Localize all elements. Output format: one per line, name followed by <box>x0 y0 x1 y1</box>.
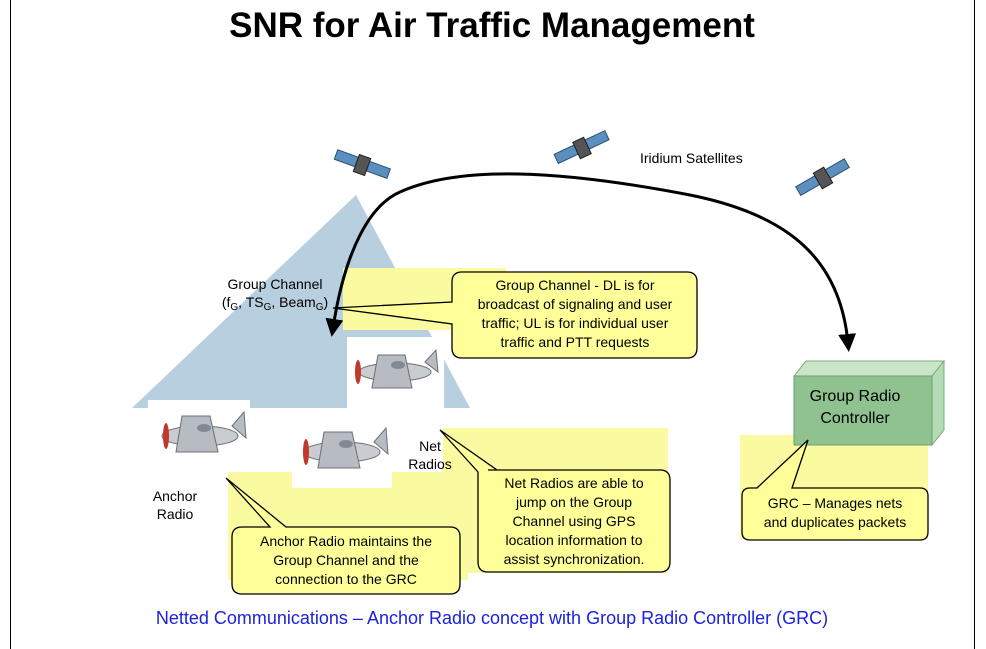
link-arrow-to-beam <box>325 190 401 337</box>
callout-bubble-net-radios <box>439 429 671 573</box>
callout-line: location information to <box>505 532 643 548</box>
satellite-icon <box>333 149 392 179</box>
grc-label-line: Controller <box>820 410 890 427</box>
net-radios-label: Net Radios <box>400 437 460 473</box>
callout-line: broadcast of signaling and user <box>477 296 673 312</box>
anchor-radio-label-line: Radio <box>156 506 194 522</box>
net-radio-airplane-icon <box>292 416 392 488</box>
group-radio-controller-label: Group Radio Controller <box>790 386 920 430</box>
callout-bubble-anchor-radio <box>225 477 461 595</box>
anchor-radio-airplane-icon <box>148 400 250 472</box>
satellite-icon <box>553 130 610 165</box>
callout-text-anchor-radio: Anchor Radio maintains the Group Channel… <box>234 532 458 589</box>
callout-bubble-grc <box>741 439 929 541</box>
callout-line: Group Channel and the <box>273 552 419 568</box>
callout-line: jump on the Group <box>516 494 632 510</box>
callout-line: Group Channel - DL is for <box>495 277 655 293</box>
callout-line: Channel using GPS <box>512 513 636 529</box>
group-channel-beam-sub: G <box>315 302 324 313</box>
group-channel-f: f <box>226 294 231 310</box>
callout-text-net-radios: Net Radios are able to jump on the Group… <box>480 474 668 569</box>
callout-text-grc: GRC – Manages nets and duplicates packet… <box>744 494 926 532</box>
link-arrow-to-grc <box>399 172 857 352</box>
net-radios-label-line: Net <box>419 438 441 454</box>
callout-line: traffic; UL is for individual user <box>481 315 669 331</box>
group-channel-title: Group Channel <box>227 276 323 292</box>
slide-title: SNR for Air Traffic Management <box>229 6 755 45</box>
satellite-icon <box>795 158 850 197</box>
figure-caption: Netted Communications – Anchor Radio con… <box>155 608 829 628</box>
anchor-radio-label: Anchor Radio <box>140 487 210 523</box>
slide-left-border <box>10 0 11 649</box>
grc-label-line: Group Radio <box>809 388 901 405</box>
iridium-satellites-label: Iridium Satellites <box>640 150 743 166</box>
group-channel-ts-sub: G <box>263 302 272 313</box>
callout-text-group-channel: Group Channel - DL is for broadcast of s… <box>456 276 694 352</box>
group-radio-controller-box <box>792 359 946 447</box>
callout-line: assist synchronization. <box>503 551 645 567</box>
callout-line: connection to the GRC <box>275 571 417 587</box>
callout-line: and duplicates packets <box>763 514 907 530</box>
net-radios-label-line: Radios <box>408 456 452 472</box>
callout-line: GRC – Manages nets <box>767 495 903 511</box>
group-channel-label: Group Channel (fG, TSG, BeamG) <box>200 275 350 313</box>
anchor-radio-label-line: Anchor <box>152 488 198 504</box>
callout-line: Net Radios are able to <box>504 475 644 491</box>
group-channel-beam: Beam <box>279 294 316 310</box>
group-channel-ts: TS <box>245 294 264 310</box>
group-channel-params: (fG, TSG, BeamG) <box>221 294 329 313</box>
group-channel-f-sub: G <box>230 302 239 313</box>
callout-line: traffic and PTT requests <box>500 334 650 350</box>
callout-line: Anchor Radio maintains the <box>260 533 432 549</box>
net-radio-airplane-icon <box>347 337 444 409</box>
slide-right-border <box>974 0 975 649</box>
callout-bubble-group-channel <box>332 271 698 359</box>
